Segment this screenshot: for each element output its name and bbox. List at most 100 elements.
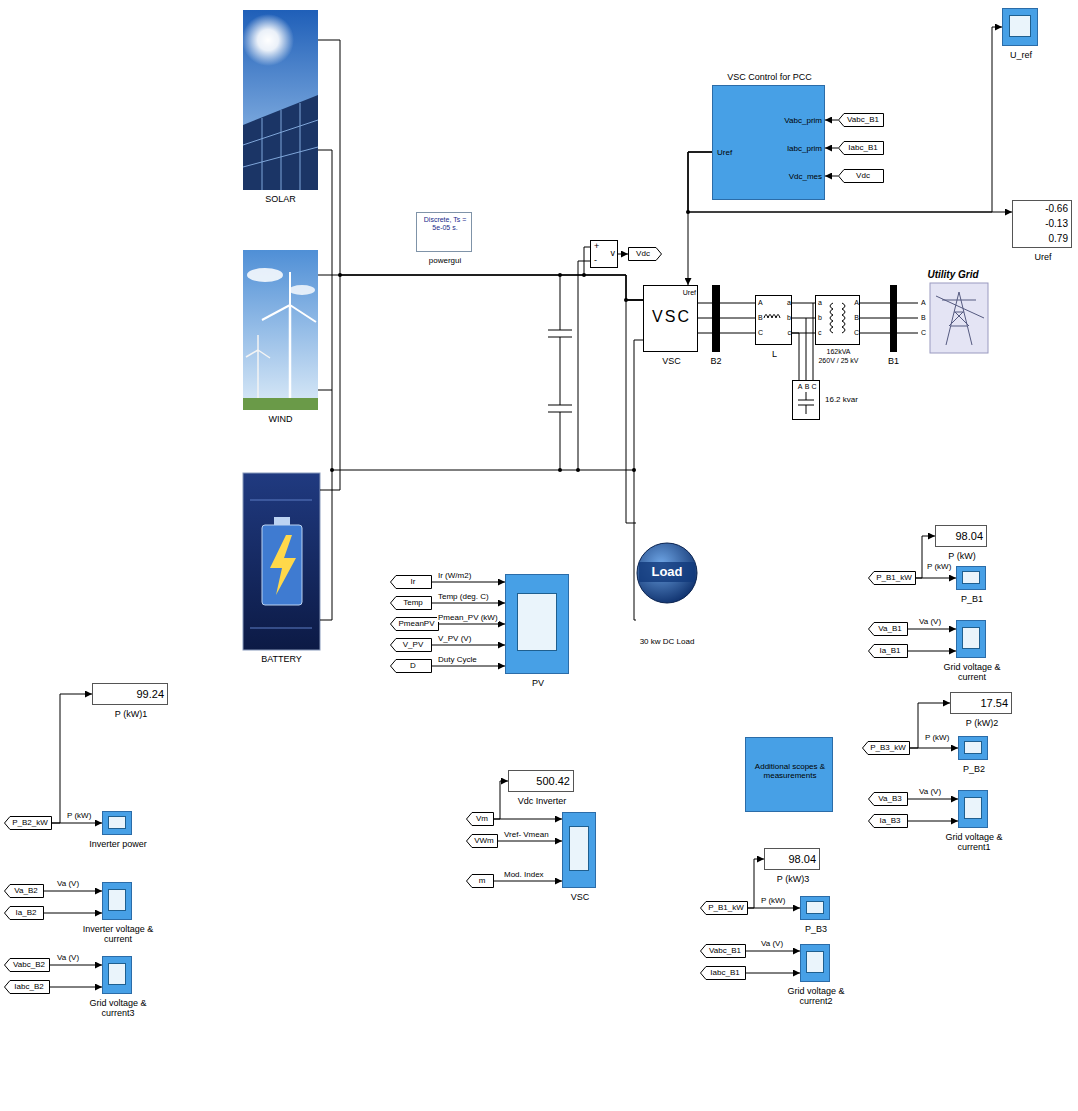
from-tag: Va_B3 [868,792,908,806]
grid-ground [930,283,988,353]
block-label: Uref [683,289,696,297]
junction-dot [330,468,334,472]
from-tag: Ia_B2 [4,906,44,920]
block-label: c [788,329,792,337]
signal-label: Ir (W/m2) [437,571,472,580]
pylon [936,292,984,345]
block-label: a [818,299,822,307]
display-block: 99.24P (kW)1 [92,683,168,705]
negative-rail [318,150,643,620]
tag-shape [467,835,498,848]
tag-shape [839,170,884,183]
signal-line [432,603,505,604]
phase-line [698,333,712,334]
block-label: VSC Control for PCC [727,72,812,82]
transformer-block: abcABC162kVA260V / 25 kV [815,295,860,345]
block-label: Va_B2 [14,886,37,895]
signal-label: Mod. Index [503,870,545,879]
signal-line [52,823,102,824]
block-label: P (kW) [948,551,975,561]
scope-block: Inverter voltage & current [102,882,132,920]
block-label: B [854,314,859,322]
tag-shape [391,597,432,610]
junction-dot [576,468,580,472]
signal-line [52,694,92,823]
scope-screen [569,826,590,870]
block-label: P (kW)1 [115,709,147,719]
phase-line [897,318,918,319]
from-tag: Vm [466,812,494,826]
scope-screen [964,797,982,819]
tag-shape [701,967,746,980]
tag-shape [869,623,908,636]
junction-dots [330,210,690,472]
signal-line [908,651,956,652]
block-label: Discrete, Ts = 5e-05 s. [419,216,471,232]
load-band [639,562,695,582]
control-block: VSC Control for PCCUrefVabc_primIabc_pri… [712,85,825,200]
tag-shape [391,576,432,589]
tag-shape [391,639,432,652]
display-value: 98.04 [788,853,816,866]
from-tag: P_B3_kW [862,741,910,755]
tag-shape [629,248,662,261]
turbine-blades [262,272,316,322]
solar-panel [243,95,318,190]
signal-line [698,303,712,333]
block-label: PmeanPV [398,619,434,628]
block-label: C [921,329,926,337]
from-tag: D [390,659,432,673]
block-label: P_B2 [934,764,1014,774]
block-label: A [758,299,763,307]
signal-line [908,821,958,822]
tag-shape [869,645,908,658]
from-tag: VWm [466,834,498,848]
block-label: Inverter power [78,839,158,849]
signal-line [50,965,102,966]
block-label: Iabc_B2 [14,982,43,991]
block-label: + [594,241,599,251]
scope-screen [108,816,126,829]
junction-dot [558,468,562,472]
capacitor-symbol [548,275,572,470]
display-value: 500.42 [536,775,570,788]
grid-picture [930,283,988,353]
signal-line [439,624,505,625]
scope-block: Grid voltage & current [956,620,986,658]
block-label: Grid voltage & current3 [78,998,158,1019]
signal-line [910,703,950,748]
tag-shape [869,815,908,828]
from-tag: Temp [390,596,432,610]
block-label: Vdc [856,171,870,180]
block-label: C [758,329,763,337]
block-label: Ia_B3 [880,816,901,825]
block-label: Iabc_B1 [848,143,877,152]
block-label: VSC [652,308,691,326]
from-tag: P_B2_kW [4,816,52,830]
signal-line [746,973,800,974]
signal-line [50,987,102,988]
signal-line [792,333,799,380]
wind-source: WIND [243,250,318,410]
display-value: 98.04 [955,530,983,543]
bus-bar: B2 [712,285,720,352]
block-label: Vdc_mes [789,172,822,181]
sky [243,10,318,190]
block-label: v [611,248,616,258]
signal-line [825,120,838,121]
block-label: P_B3_kW [870,743,906,752]
junction-dot [632,468,636,472]
phase-wire [806,303,813,380]
signal-label: Vref- Vmean [503,830,550,839]
block-label: Vdc Inverter [518,796,567,806]
phase-line [698,303,712,304]
signal-label: Va (V) [760,939,784,948]
block-label: 30 kw DC Load [640,637,695,646]
signal-line [688,27,1002,212]
tag-shape [839,114,884,127]
block-label: Ia_B2 [16,908,37,917]
lightning-bolt [270,535,296,595]
block-label: Utility Grid [927,269,978,281]
scope-block: P_B1 [956,566,986,590]
